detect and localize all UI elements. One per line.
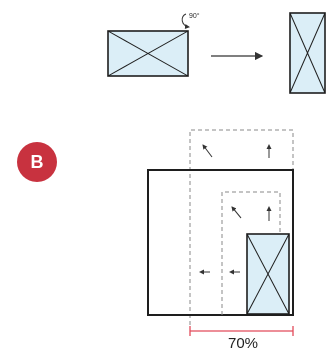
main-frame (147, 169, 294, 316)
measurement-label: 70% (227, 335, 259, 352)
rotation-arrow-icon (181, 13, 190, 29)
inner-portrait-panel (246, 233, 290, 315)
outer-dashed-guide (189, 129, 294, 325)
growth-arrows (199, 144, 272, 275)
measurement-bracket (189, 326, 294, 336)
landscape-panel (107, 30, 189, 77)
section-badge: B (17, 142, 57, 182)
rotation-label: 90° (189, 13, 200, 20)
portrait-panel (289, 12, 326, 94)
